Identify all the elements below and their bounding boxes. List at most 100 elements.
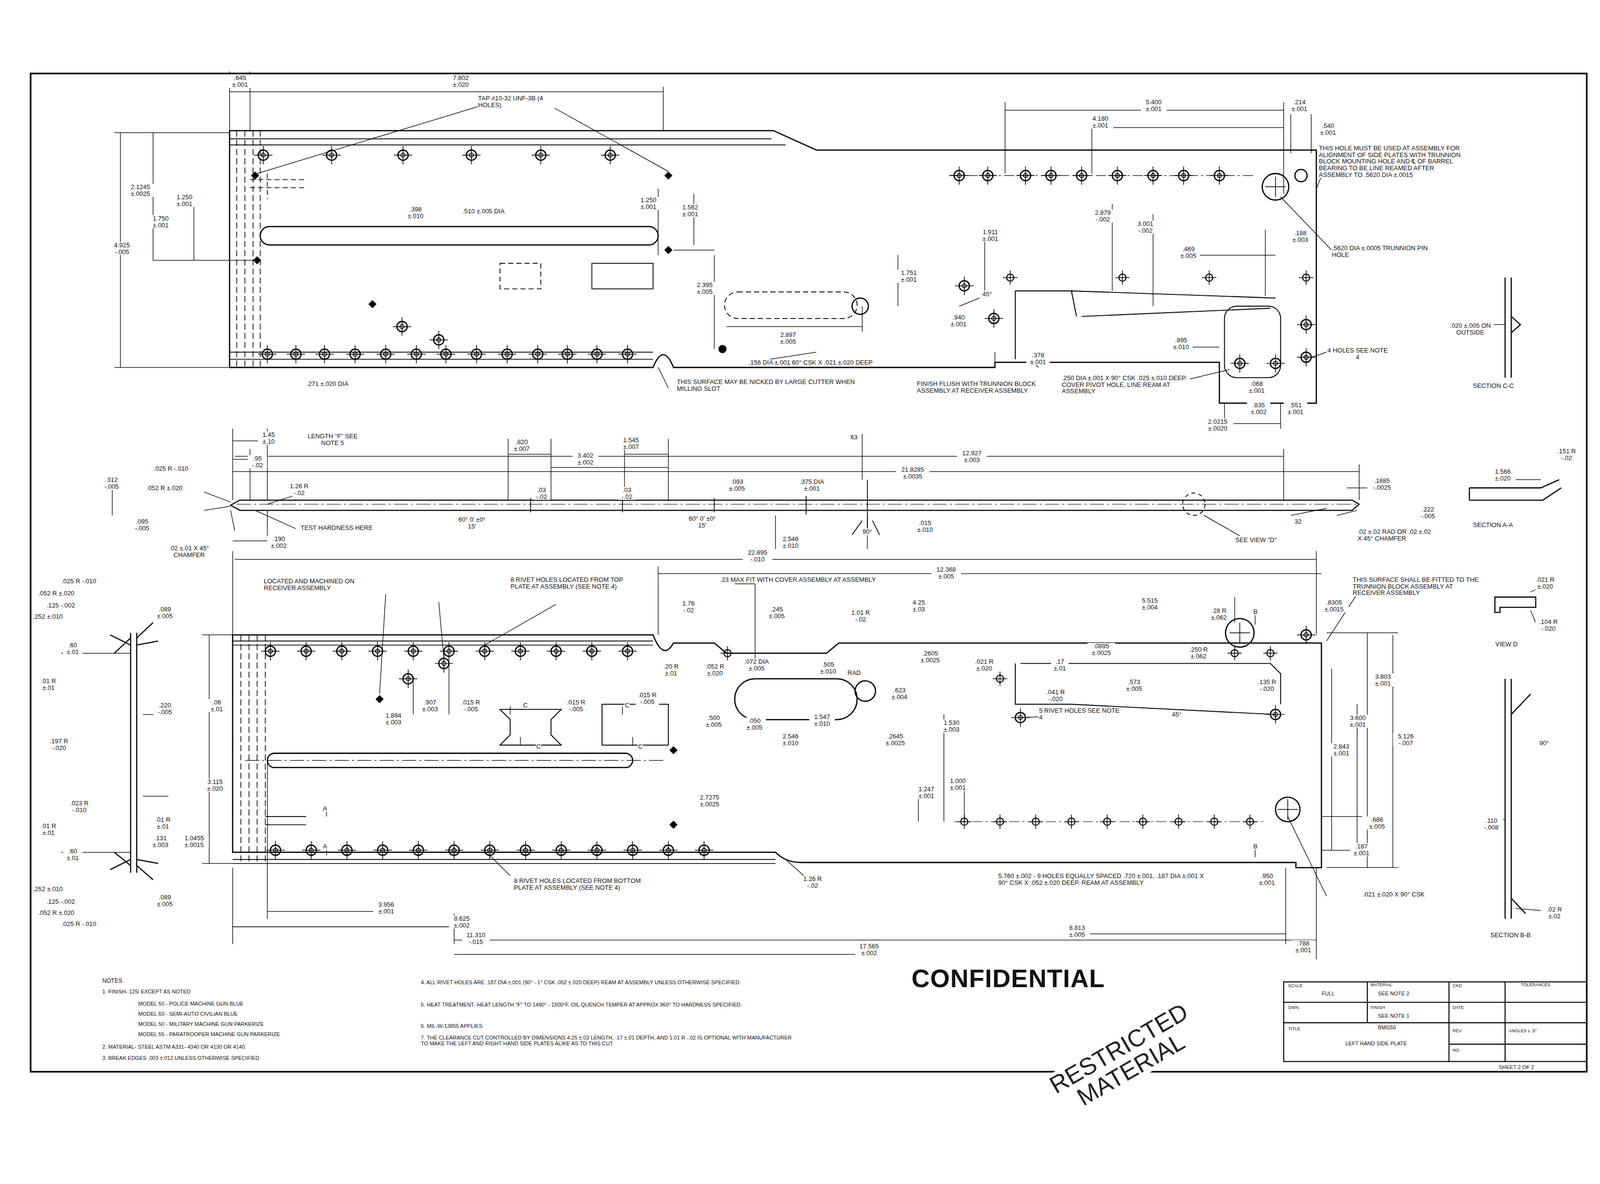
drawing-label: .015 ±.010 xyxy=(913,519,937,533)
drawing-label: A xyxy=(322,805,328,813)
drawing-label: 3.956 ±.001 xyxy=(373,901,400,915)
drawing-label: 5.515 ±.004 xyxy=(1136,597,1163,611)
border-frame xyxy=(30,73,1587,1072)
drawing-label: 63 xyxy=(849,433,858,441)
drawing-label: 5.400 ±.001 xyxy=(1140,98,1167,112)
drawing-label: TITLE: xyxy=(1287,1026,1302,1032)
drawing-label: TAP #10-32 UNF-3B (4 HOLES) xyxy=(477,95,556,109)
drawing-label: 1. FINISH- 125/ EXCEPT AS NOTED xyxy=(101,989,192,995)
drawing-label: .01 R ±.01 xyxy=(153,816,173,830)
drawing-label: 4.25 ±.03 xyxy=(908,599,930,613)
drawing-label: .907 ±.003 xyxy=(418,699,442,713)
drawing-label: MODEL 50 - POLICE MACHINE GUN BLUE xyxy=(137,1001,244,1008)
drawing-label: .312 -.005 xyxy=(99,476,124,490)
drawing-label: 4 HOLES SEE NOTE 4 xyxy=(1326,347,1389,361)
drawing-label: .573 ±.005 xyxy=(1122,678,1146,692)
drawing-label: RAD xyxy=(847,669,862,677)
edge-view xyxy=(112,428,1368,549)
drawing-label: 60° 0' ±0° 15' xyxy=(456,516,488,530)
drawing-label: 1.45 ±.10 xyxy=(257,431,280,445)
drawing-label: .021 R ±.020 xyxy=(1533,576,1557,590)
drawing-label: .131 ±.003 xyxy=(148,834,173,848)
drawing-label: 2. MATERIAL- STEEL ASTM A331- 4340 OR 41… xyxy=(101,1044,247,1051)
drawing-label: .151 R -.02 xyxy=(1554,448,1579,462)
drawing-label: .015 R -.005 xyxy=(459,699,483,713)
drawing-label: 5.126 -.007 xyxy=(1392,733,1419,747)
drawing-label: 11.310 -.015 xyxy=(462,931,490,945)
drawing-label: .540 ±.001 xyxy=(1316,122,1340,136)
drawing-label: 7.802 ±.020 xyxy=(446,74,476,88)
drawing-label: .895 ±.010 xyxy=(1169,336,1193,351)
drawing-label: .089 ±.005 xyxy=(153,894,177,908)
drawing-label: .187 ±.001 xyxy=(1349,843,1374,857)
drawing-label: SHEET 2 OF 2 xyxy=(1498,1064,1535,1071)
drawing-label: ANGLES ± .5° xyxy=(1508,1028,1538,1034)
drawing-label: .788 ±.001 xyxy=(1291,940,1315,954)
drawing-label: .60 ±.01 xyxy=(63,641,83,656)
drawing-label: BMG50 xyxy=(1377,1024,1397,1031)
drawing-label: .190 ±.002 xyxy=(267,535,291,549)
drawing-label: .252 ±.010 xyxy=(32,613,64,621)
drawing-label: 1.01 R -.02 xyxy=(848,609,873,623)
drawing-label: 4. ALL RIVET HOLES ARE .187 DIA ±.001 (9… xyxy=(420,979,800,986)
drawing-label: .050 ±.005 xyxy=(742,717,767,731)
drawing-label: 60° 0' ±0° 15' xyxy=(686,515,719,529)
drawing-label: 3.402 ±.002 xyxy=(572,452,599,466)
drawing-label: .551 ±.001 xyxy=(1283,401,1308,416)
drawing-label: 1.911 ±.001 xyxy=(977,228,1004,242)
drawing-label: 12.368 ±.005 xyxy=(931,566,961,580)
drawing-label: 2.879 -.002 xyxy=(1089,209,1116,223)
drawing-label: .025 R -.010 xyxy=(153,465,190,473)
drawing-label: 1.750 ±.001 xyxy=(147,215,174,229)
drawing-label: 2.0215 ±.0020 xyxy=(1201,418,1234,432)
drawing-label: 1.76 -.02 xyxy=(678,600,699,614)
drawing-label: .23 MAX FIT WITH COVER ASSEMBLY AT ASSEM… xyxy=(719,576,905,584)
drawing-label: FINISH xyxy=(1370,1005,1386,1010)
drawing-label: SEE NOTE 2 xyxy=(1377,991,1410,997)
drawing-label: 4.925 -.005 xyxy=(108,241,136,256)
drawing-label: .500 ±.005 xyxy=(702,714,726,728)
drawing-label: 3.600 ±.001 xyxy=(1344,714,1371,728)
drawing-label: .510 ±.005 DIA xyxy=(462,208,506,215)
drawing-label: .156 DIA ±.001 60° CSK X .021 ±.020 DEEP xyxy=(748,359,874,367)
drawing-label: .197 R -.020 xyxy=(46,737,72,752)
drawing-label: .125 -.002 xyxy=(46,602,76,609)
drawing-label: .041 R -.020 xyxy=(1043,688,1068,703)
drawing-label: .8305 ±.0015 xyxy=(1319,599,1349,613)
drawing-label: SEE VIEW "D" xyxy=(1234,536,1278,544)
drawing-label: FULL xyxy=(1321,991,1336,997)
drawing-label: 2.1245 ±.0025 xyxy=(124,183,157,197)
drawing-label: .835 ±.002 xyxy=(1247,401,1271,416)
drawing-label: .245 ±.005 xyxy=(765,606,789,620)
drawing-label: 90° xyxy=(862,528,873,536)
drawing-label: 2.546 ±.010 xyxy=(777,733,804,747)
drawing-label: .250 DIA ±.001 X 90° CSK .025 ±.010 DEEP… xyxy=(1061,374,1190,395)
drawing-label: .089 ±.005 xyxy=(153,606,177,620)
drawing-label: .02 ±.02 RAD OR .02 ±.02 X 45° CHAMFER xyxy=(1357,528,1435,542)
drawing-label: 7. THE CLEARANCE CUT CONTROLLED BY DIMEN… xyxy=(420,1035,800,1047)
drawing-label: .025 R -.010 xyxy=(61,577,97,585)
drawing-label: TOLERANCES xyxy=(1520,982,1552,988)
drawing-label: 22.895 -.010 xyxy=(742,549,773,563)
bottom-plate-holes xyxy=(261,625,1316,860)
drawing-label: B xyxy=(1252,608,1259,616)
top-plate-holes xyxy=(251,145,1316,373)
drawing-label: 45° xyxy=(1171,711,1183,719)
drawing-label: 17.565 ±.002 xyxy=(855,943,883,957)
drawing-label: SECTION B-B xyxy=(1489,931,1532,939)
drawing-label: NO. xyxy=(1452,1048,1461,1053)
drawing-label: 21.8285 ±.0035 xyxy=(896,466,930,480)
drawing-label: 2.7275 ±.0025 xyxy=(693,794,726,808)
drawing-label: TEST HARDNESS HERE xyxy=(300,524,374,532)
drawing-label: .188 ±.003 xyxy=(1288,229,1312,243)
drawing-label: 1.545 ±.007 xyxy=(618,436,644,450)
drawing-label: 2.843 ±.001 xyxy=(1328,743,1355,757)
drawing-label: .093 ±.005 xyxy=(725,478,749,492)
drawing-label: .214 ±.001 xyxy=(1287,98,1312,112)
drawing-label: .20 R ±.01 xyxy=(661,663,681,677)
drawing-label: .052 R ±.020 xyxy=(145,484,183,492)
drawing-label: 3. BREAK EDGES .003 ±.012 UNLESS OTHERWI… xyxy=(101,1055,262,1062)
drawing-label: 1.000 ±.001 xyxy=(944,777,971,791)
drawing-label: .271 ±.020 DIA xyxy=(305,380,350,388)
